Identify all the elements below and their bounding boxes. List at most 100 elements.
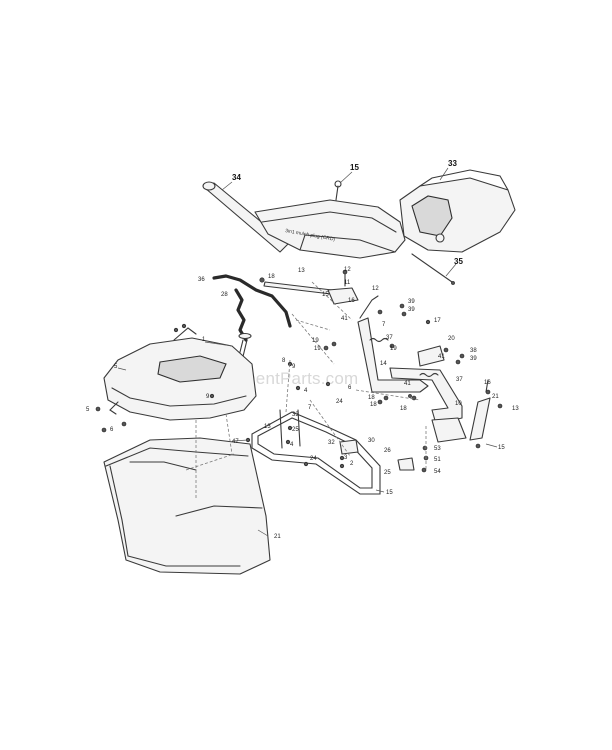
label-25a: 25 [292, 427, 299, 433]
mulch-plug-body [254, 199, 406, 259]
lift-arm-10 [389, 367, 463, 425]
label-11: 11 [344, 280, 351, 286]
label-14: 14 [380, 361, 387, 367]
label-17: 17 [434, 318, 441, 324]
pin-15 [335, 185, 339, 201]
label-21b: 21 [274, 534, 281, 540]
label-36: 36 [198, 277, 205, 283]
label-15d: 15 [386, 490, 393, 496]
mulch-plug-edge-2 [299, 234, 396, 253]
label-4: 4 [304, 388, 308, 394]
rod-end [451, 281, 455, 285]
label-2: 2 [350, 461, 354, 467]
label-39a: 39 [408, 299, 415, 305]
lift-arm-14 [357, 317, 429, 393]
label-26: 26 [384, 448, 391, 454]
label-12a: 12 [344, 267, 351, 273]
label-5a: 5 [114, 364, 118, 370]
label-20: 20 [448, 336, 455, 342]
right-linkage [323, 295, 503, 473]
label-18a: 18 [268, 274, 275, 280]
label-41b: 41 [438, 354, 445, 360]
handle-grip [238, 332, 252, 340]
mulch-plug-assembly: 3in1 mulch plug (CRD) [202, 167, 516, 285]
label-33: 33 [448, 159, 457, 168]
lift-rod-36 [212, 274, 292, 328]
label-16a: 16 [348, 298, 355, 304]
grass-bag [103, 437, 271, 575]
spring-37 [369, 337, 389, 343]
bag-frame [245, 361, 415, 495]
label-51: 51 [434, 457, 441, 463]
bag-cover-recess [157, 355, 227, 383]
bag-cover-rim [111, 387, 247, 407]
label-13a: 13 [298, 268, 305, 274]
label-9: 9 [292, 364, 296, 370]
handle-end-cap [202, 181, 216, 191]
rod-35 [411, 253, 453, 283]
bag-inner-rim [129, 461, 197, 471]
bag-seam-left [109, 465, 129, 557]
label-33b: 33 [292, 412, 299, 418]
label-18d: 18 [400, 406, 407, 412]
label-12b: 12 [372, 286, 379, 292]
label-7b: 7 [308, 405, 312, 411]
frame-tube-inner [257, 417, 373, 489]
label-19c: 19 [390, 346, 397, 352]
spring-rod-28 [234, 288, 248, 342]
label-41a: 41 [341, 316, 348, 322]
bag-hinge [109, 401, 119, 415]
label-41c: 41 [404, 381, 411, 387]
label-6: 6 [348, 385, 352, 391]
plate [431, 417, 467, 443]
label-19b: 19 [314, 346, 321, 352]
label-15c: 15 [498, 445, 505, 451]
bag-bottom-seam [127, 555, 241, 567]
label-7a: 7 [382, 322, 386, 328]
label-16b: 16 [484, 380, 491, 386]
bag-latch [173, 327, 197, 341]
label-18c: 18 [370, 402, 377, 408]
label-39c: 39 [470, 356, 477, 362]
label-19a: 19 [312, 338, 319, 344]
label-34: 34 [232, 173, 241, 182]
label-13c: 13 [264, 424, 271, 430]
label-9b: 9 [206, 394, 210, 400]
grass-bag-21 [103, 437, 271, 575]
frame-bracket [339, 439, 359, 455]
label-18b: 18 [368, 395, 375, 401]
label-39b: 39 [408, 307, 415, 313]
bag-rim [105, 447, 249, 467]
part-labels: 34 15 33 35 36 28 18 13 12 11 16 12 15 3… [86, 159, 519, 540]
label-15b: 15 [322, 292, 329, 298]
label-35: 35 [454, 257, 463, 266]
frame-post-2 [297, 409, 301, 447]
label-21a: 21 [492, 394, 499, 400]
label-38: 38 [470, 348, 477, 354]
label-6b: 6 [110, 427, 114, 433]
latch-26 [397, 457, 415, 471]
mulch-plug-edge [261, 211, 397, 233]
frame-tube-outer [251, 411, 381, 495]
chute-cover-top [419, 169, 509, 191]
label-37b: 37 [456, 377, 463, 383]
pin-ring [334, 180, 342, 188]
pedal-bracket [417, 345, 445, 367]
label-24b: 24 [310, 456, 317, 462]
label-54: 54 [434, 469, 441, 475]
label-3: 3 [344, 455, 348, 461]
chute-cover-opening [411, 195, 453, 237]
label-28: 28 [221, 292, 228, 298]
label-32: 32 [328, 440, 335, 446]
label-15: 15 [350, 163, 359, 172]
bag-fold [175, 505, 263, 517]
label-37a: 37 [386, 335, 393, 341]
spring-37b [419, 372, 439, 378]
label-30: 30 [368, 438, 375, 444]
lift-rods [212, 269, 359, 411]
label-10: 10 [455, 401, 462, 407]
label-24: 24 [336, 399, 343, 405]
label-8: 8 [282, 358, 286, 364]
strap-21 [469, 397, 491, 441]
